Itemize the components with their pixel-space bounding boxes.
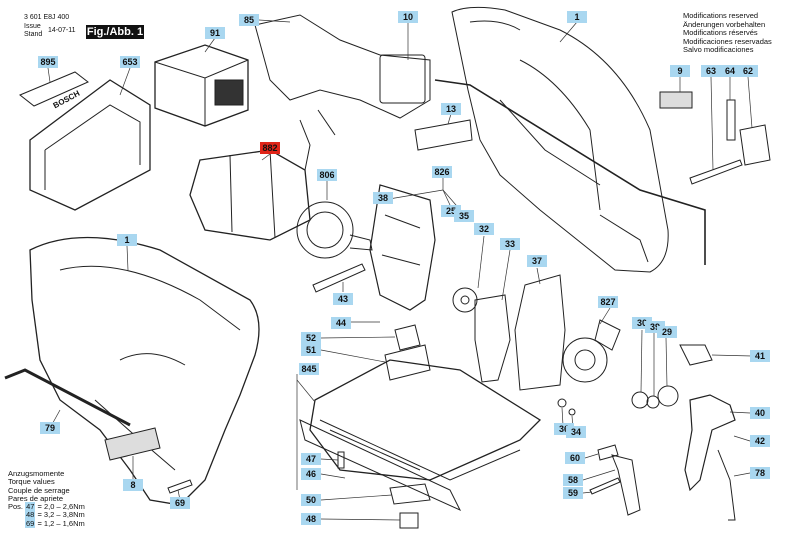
- part-label-43[interactable]: 43: [333, 293, 353, 305]
- housing-half-left: [29, 236, 260, 506]
- part-label-79[interactable]: 79: [40, 422, 60, 434]
- issue-label: Issue: [24, 23, 41, 30]
- part-label-882[interactable]: 882: [260, 142, 280, 154]
- part-label-41[interactable]: 41: [750, 350, 770, 362]
- saw-blade-clamp: [684, 394, 736, 492]
- part-label-8[interactable]: 8: [123, 479, 143, 491]
- part-label-10[interactable]: 10: [398, 11, 418, 23]
- modification-line: Modifications reserved: [683, 11, 759, 20]
- motor: [189, 149, 311, 241]
- doc-number: 3 601 E8J 400: [24, 14, 70, 21]
- housing-half-right: [451, 6, 669, 273]
- grease-tube: [19, 71, 89, 107]
- part-label-1-left[interactable]: 1: [117, 234, 137, 246]
- figure-title: Fig./Abb. 1: [86, 25, 144, 39]
- cable: [434, 79, 706, 265]
- part-label-44[interactable]: 44: [331, 317, 351, 329]
- issue-date: 14-07-11: [48, 27, 76, 34]
- torque-value: = 1,2 – 1,6Nm: [37, 518, 85, 528]
- part-label-69[interactable]: 69: [170, 497, 190, 509]
- torque-value: = 3,2 – 3,8Nm: [37, 510, 85, 520]
- part-label-46[interactable]: 46: [301, 468, 321, 480]
- part-label-78[interactable]: 78: [750, 467, 770, 479]
- part-label-60[interactable]: 60: [565, 452, 585, 464]
- torque-pos[interactable]: 47: [25, 502, 36, 512]
- torque-pos[interactable]: 48: [25, 510, 36, 520]
- part-label-37[interactable]: 37: [527, 255, 547, 267]
- modification-line: Modificaciones reservadas: [683, 36, 772, 46]
- modification-line: Modifications réservés: [683, 28, 758, 38]
- part-label-64[interactable]: 64: [720, 65, 740, 77]
- pos-label: Pos.: [8, 502, 24, 512]
- torque-row: 48 = 3,2 – 3,8Nm: [8, 510, 85, 520]
- part-label-42[interactable]: 42: [750, 435, 770, 447]
- part-label-653[interactable]: 653: [120, 56, 140, 68]
- part-label-50[interactable]: 50: [301, 494, 321, 506]
- drive-gear: [562, 337, 608, 383]
- part-label-806[interactable]: 806: [317, 169, 337, 181]
- part-label-38[interactable]: 38: [373, 192, 393, 204]
- part-label-33[interactable]: 33: [500, 238, 520, 250]
- part-label-48[interactable]: 48: [301, 513, 321, 525]
- hex-key: [4, 368, 131, 427]
- part-label-32[interactable]: 32: [474, 223, 494, 235]
- stand-label: Stand: [24, 31, 43, 38]
- part-label-9[interactable]: 9: [670, 65, 690, 77]
- torque-pos[interactable]: 69: [25, 518, 36, 528]
- modification-line: Salvo modificaciones: [683, 45, 754, 55]
- part-label-826[interactable]: 826: [432, 166, 452, 178]
- part-label-47[interactable]: 47: [301, 453, 321, 465]
- torque-heading: Anzugsmomente: [8, 469, 65, 478]
- torque-heading: Pares de apriete: [8, 493, 64, 503]
- modification-line: Änderungen vorbehalten: [683, 19, 766, 29]
- torque-row: 69 = 1,2 – 1,6Nm: [8, 518, 85, 528]
- charger: [29, 79, 151, 211]
- part-label-85[interactable]: 85: [239, 14, 259, 26]
- bevel-gear: [296, 201, 354, 259]
- part-label-845[interactable]: 845: [299, 363, 319, 375]
- part-label-827[interactable]: 827: [598, 296, 618, 308]
- part-label-91[interactable]: 91: [205, 27, 225, 39]
- part-label-34[interactable]: 34: [566, 426, 586, 438]
- part-label-59[interactable]: 59: [563, 487, 583, 499]
- part-label-1[interactable]: 1: [567, 11, 587, 23]
- torque-value: = 2,0 – 2,6Nm: [37, 502, 85, 512]
- battery-pack: [154, 44, 249, 127]
- foot-plate: [309, 359, 542, 481]
- torque-heading: Couple de serrage: [8, 485, 70, 495]
- torque-row: Pos. 47 = 2,0 – 2,6Nm: [8, 502, 85, 512]
- modifications-notice: Modifications reserved Änderungen vorbeh…: [683, 11, 772, 55]
- part-label-52[interactable]: 52: [301, 332, 321, 344]
- part-label-51[interactable]: 51: [301, 344, 321, 356]
- part-label-58[interactable]: 58: [563, 474, 583, 486]
- torque-values: Anzugsmomente Torque values Couple de se…: [8, 469, 85, 528]
- part-label-63[interactable]: 63: [701, 65, 721, 77]
- part-label-35[interactable]: 35: [454, 210, 474, 222]
- switch-assembly: [254, 14, 431, 119]
- part-label-895[interactable]: 895: [38, 56, 58, 68]
- part-label-40[interactable]: 40: [750, 407, 770, 419]
- part-label-29[interactable]: 29: [657, 326, 677, 338]
- part-label-62[interactable]: 62: [738, 65, 758, 77]
- part-label-13[interactable]: 13: [441, 103, 461, 115]
- torque-heading: Torque values: [8, 477, 55, 487]
- gear-housing: [369, 184, 436, 311]
